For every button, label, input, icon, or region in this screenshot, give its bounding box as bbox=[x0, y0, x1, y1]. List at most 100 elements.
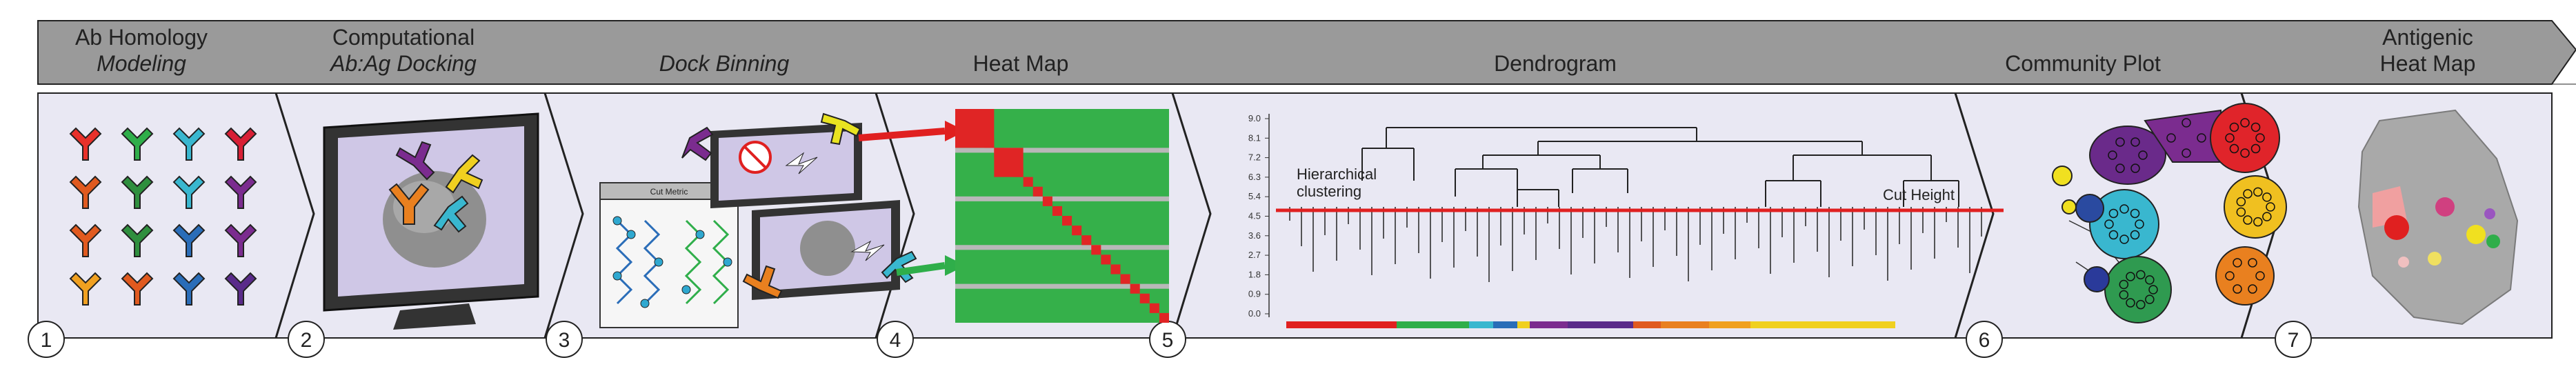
cluster-color-segment bbox=[1709, 321, 1750, 328]
dendrogram-branch bbox=[1386, 127, 1697, 148]
community-orange bbox=[2215, 246, 2275, 306]
antibody-grid bbox=[69, 127, 257, 306]
community-node bbox=[2243, 189, 2253, 199]
community-node bbox=[2166, 133, 2176, 143]
arrow-icon bbox=[858, 121, 966, 276]
community-node bbox=[2119, 290, 2129, 300]
community-node bbox=[2108, 208, 2119, 219]
community-node bbox=[2243, 215, 2253, 225]
community-node bbox=[2266, 202, 2275, 212]
community-node bbox=[2145, 294, 2155, 304]
cluster-color-segment bbox=[1633, 321, 1661, 328]
stage-label-3: Dock Binning bbox=[659, 51, 790, 76]
community-node bbox=[2119, 204, 2129, 214]
community-plot bbox=[2052, 103, 2287, 323]
heat-separator bbox=[955, 245, 1169, 250]
lightning-icon bbox=[785, 152, 885, 261]
community-node bbox=[2253, 217, 2263, 227]
community-node bbox=[2248, 284, 2257, 294]
community-yellow bbox=[2224, 175, 2287, 239]
dendrogram-tick: 4.5 bbox=[1248, 211, 1261, 221]
step-6: 6 bbox=[1979, 329, 1990, 352]
dendrogram-y-ticks: 9.08.17.26.35.44.53.62.71.80.90.0 bbox=[1248, 113, 1269, 319]
antibody-icon bbox=[172, 127, 206, 161]
heat-cell bbox=[1091, 245, 1101, 255]
dendrogram-tick: 9.0 bbox=[1248, 113, 1261, 123]
monitor-icon bbox=[323, 112, 539, 330]
heat-cell bbox=[1062, 216, 1072, 226]
docked-antibody-purple bbox=[395, 141, 435, 181]
dendrogram-branch bbox=[1572, 168, 1628, 193]
community-node bbox=[2108, 230, 2119, 240]
community-node bbox=[2115, 137, 2125, 147]
heat-cell bbox=[1110, 264, 1121, 274]
antibody-icon bbox=[224, 272, 257, 306]
community-small-yellow bbox=[2052, 166, 2073, 186]
cluster-color-segment bbox=[1568, 321, 1633, 328]
community-node bbox=[2233, 258, 2242, 268]
dendrogram-tick: 0.0 bbox=[1248, 308, 1261, 319]
community-node bbox=[2240, 118, 2250, 128]
dendrogram-tick: 5.4 bbox=[1248, 191, 1261, 201]
step-1: 1 bbox=[41, 329, 52, 352]
dendrogram-tick: 6.3 bbox=[1248, 172, 1261, 182]
community-node bbox=[2197, 133, 2206, 143]
antibody-icon bbox=[121, 175, 154, 209]
community-navy bbox=[2084, 266, 2110, 292]
dendrogram-tick: 0.9 bbox=[1248, 289, 1261, 299]
heat-separator bbox=[955, 148, 1169, 153]
heat-cell bbox=[1130, 283, 1140, 294]
dendrogram-tick: 7.2 bbox=[1248, 152, 1261, 163]
heat-cell bbox=[1139, 293, 1150, 303]
hierarchical-label-line1: Hierarchical bbox=[1297, 166, 1377, 183]
stage-labels: Ab Homology Modeling Computational Ab:Ag… bbox=[75, 25, 2475, 76]
community-node bbox=[2248, 258, 2257, 268]
community-node bbox=[2115, 163, 2125, 173]
community-node bbox=[2108, 150, 2117, 160]
header-band bbox=[37, 20, 2576, 85]
community-node bbox=[2236, 197, 2246, 207]
community-node bbox=[2136, 299, 2146, 310]
heat-map bbox=[955, 109, 1169, 323]
binning-antibody-yellow bbox=[820, 112, 861, 146]
stage-label-5: Dendrogram bbox=[1494, 51, 1617, 76]
step-7: 7 bbox=[2288, 329, 2299, 352]
community-node bbox=[2236, 207, 2246, 217]
antigenic-heat-map bbox=[2357, 109, 2519, 326]
antibody-icon bbox=[121, 272, 154, 306]
stage-label-1-line1: Ab Homology bbox=[75, 25, 208, 50]
antibody-icon bbox=[69, 175, 102, 209]
community-node bbox=[2145, 275, 2155, 285]
antibody-icon bbox=[172, 272, 206, 306]
binning-antibody-purple bbox=[681, 126, 714, 161]
step-2: 2 bbox=[301, 329, 312, 352]
antibody-icon bbox=[69, 272, 102, 306]
community-node bbox=[2229, 122, 2239, 132]
community-node bbox=[2225, 271, 2235, 281]
community-node bbox=[2148, 285, 2158, 294]
heat-cell bbox=[1101, 254, 1111, 265]
community-node bbox=[2262, 192, 2272, 202]
cluster-color-bar bbox=[1286, 321, 1895, 328]
community-node bbox=[2250, 122, 2261, 132]
step-5: 5 bbox=[1162, 329, 1174, 352]
heat-separator bbox=[955, 283, 1169, 289]
community-nodes bbox=[2104, 118, 2275, 310]
community-node bbox=[2136, 270, 2146, 280]
antibody-icon bbox=[224, 175, 257, 209]
community-node bbox=[2225, 133, 2235, 143]
antibody-icon bbox=[69, 127, 102, 161]
heat-block bbox=[955, 109, 995, 148]
antibody-icon bbox=[172, 223, 206, 257]
community-node bbox=[2130, 137, 2140, 147]
heat-separator bbox=[955, 196, 1169, 201]
heat-cell bbox=[1081, 235, 1092, 246]
community-cyan bbox=[2089, 189, 2159, 259]
step-3: 3 bbox=[559, 329, 570, 352]
community-red bbox=[2210, 103, 2280, 173]
antibody-icon bbox=[224, 127, 257, 161]
cluster-color-segment bbox=[1661, 321, 1709, 328]
stage-label-2-line1: Computational bbox=[332, 25, 475, 50]
step-markers: 1 2 3 4 5 6 7 bbox=[28, 321, 2312, 358]
